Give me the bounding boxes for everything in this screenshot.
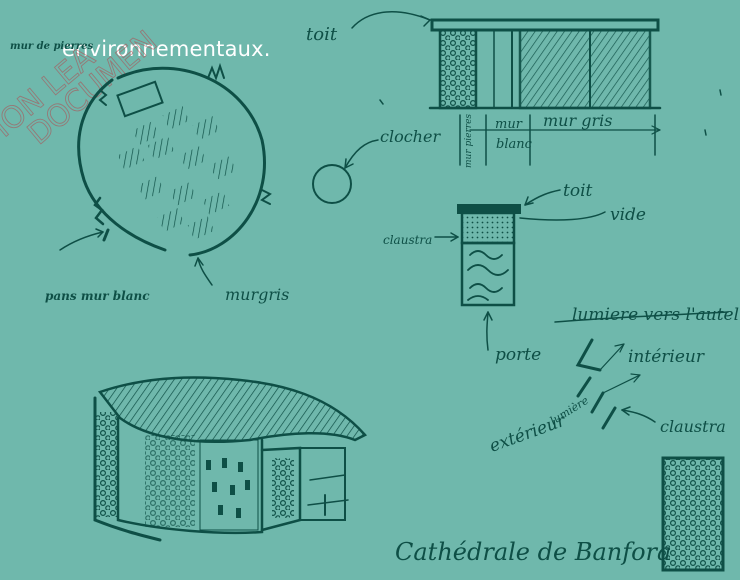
label-mur-de-pierres: mur de pierres bbox=[10, 41, 93, 52]
label-mur-pierres: mur pierres bbox=[464, 114, 474, 168]
label-lumiere: lumière bbox=[548, 394, 592, 428]
perspective-sketch bbox=[93, 376, 368, 542]
label-blanc: blanc bbox=[496, 137, 533, 152]
label-toit-top: toit bbox=[306, 24, 338, 45]
elevation-sketch bbox=[351, 11, 722, 166]
label-pans-mur-blanc: pans mur blanc bbox=[45, 289, 150, 303]
caption-cathedrale: Cathédrale de Banfora bbox=[395, 538, 671, 566]
header-text: ... ... ... ... ... ... ... ... ... ... … bbox=[62, 12, 385, 62]
label-interieur: intérieur bbox=[628, 347, 705, 367]
label-clocher: clocher bbox=[380, 127, 441, 146]
label-mur: mur bbox=[495, 117, 523, 132]
label-vide: vide bbox=[610, 205, 646, 225]
header-line-2: environnementaux. bbox=[62, 37, 271, 61]
section-sketch bbox=[434, 189, 606, 351]
label-porte: porte bbox=[495, 345, 541, 365]
label-claustra-section: claustra bbox=[383, 233, 432, 247]
label-mur-gris-elevation: mur gris bbox=[543, 111, 612, 130]
label-toit-section: toit bbox=[563, 181, 593, 201]
label-lumiere-autel: lumiere vers l'autel bbox=[572, 305, 739, 325]
label-mur-gris-plan: murgris bbox=[225, 285, 289, 304]
plan-sketch bbox=[59, 62, 379, 286]
light-sketch bbox=[554, 311, 729, 572]
label-claustra-light: claustra bbox=[660, 417, 726, 436]
